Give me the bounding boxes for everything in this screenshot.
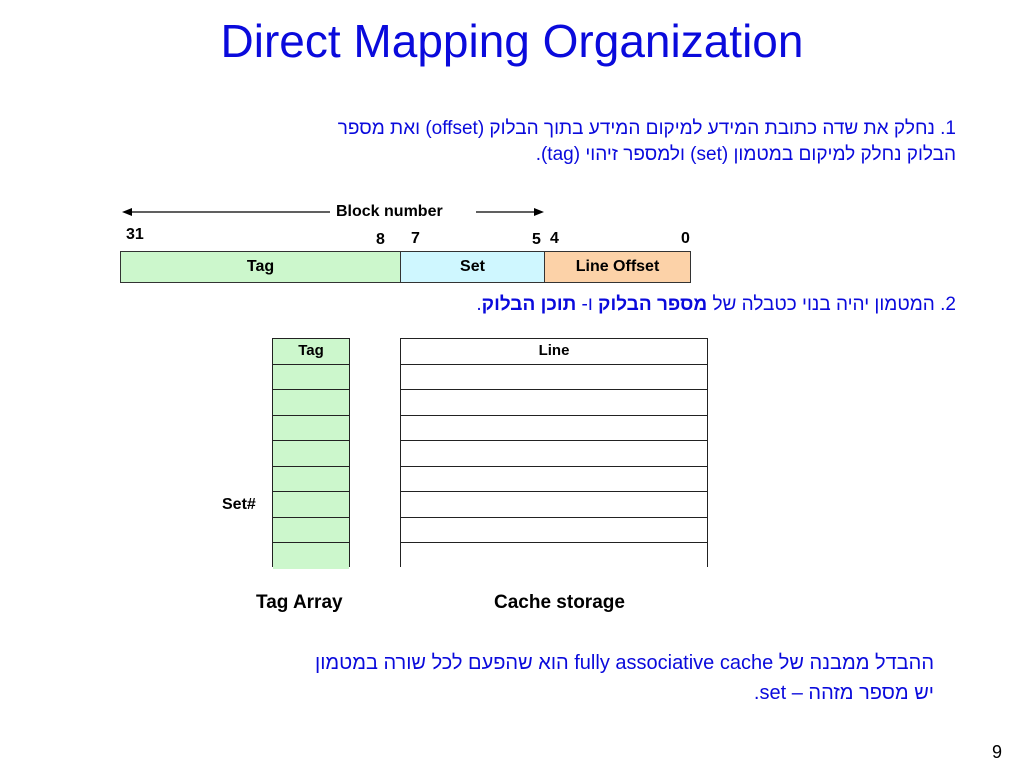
cache-line-row <box>401 415 707 441</box>
cache-line-row <box>401 466 707 492</box>
address-offset-field: Line Offset <box>544 251 691 283</box>
cache-line-row <box>401 517 707 543</box>
tag-array-row <box>273 466 349 492</box>
paragraph-1-line-2: הבלוק נחלק למיקום במטמון (set) ולמספר זי… <box>535 144 956 165</box>
cache-line-row <box>401 543 707 569</box>
bit-4-label: 4 <box>550 230 559 247</box>
paragraph-2: 2. המטמון יהיה בנוי כטבלה של מספר הבלוק … <box>136 292 956 318</box>
paragraph-3: ההבדל ממבנה של fully associative cache ה… <box>74 648 934 708</box>
paragraph-1-line-1: 1. נחלק את שדה כתובת המידע למיקום המידע … <box>337 118 956 139</box>
tag-array-row <box>273 492 349 518</box>
cache-storage-caption: Cache storage <box>494 592 625 613</box>
cache-line-row <box>401 390 707 416</box>
cache-line-row <box>401 364 707 390</box>
tag-array-table: Tag <box>272 338 350 569</box>
bit-31-label: 31 <box>126 226 144 243</box>
page-number: 9 <box>991 742 1002 762</box>
tag-array-caption: Tag Array <box>256 592 343 613</box>
slide-title: Direct Mapping Organization <box>220 15 804 67</box>
bit-5-label: 5 <box>532 231 541 248</box>
address-tag-field: Tag <box>120 251 401 283</box>
bit-7-label: 7 <box>411 230 420 247</box>
tag-array-header: Tag <box>273 339 349 365</box>
tag-array-row <box>273 441 349 467</box>
cache-line-row <box>401 492 707 518</box>
bit-8-label: 8 <box>376 231 385 248</box>
paragraph-2-bold-1: מספר הבלוק <box>598 294 708 315</box>
paragraph-2-suffix: . <box>476 294 482 315</box>
paragraph-3-line-1: ההבדל ממבנה של fully associative cache ה… <box>315 652 934 674</box>
cache-storage-table: Line <box>400 338 708 569</box>
cache-line-row <box>401 441 707 467</box>
bit-0-label: 0 <box>681 230 690 247</box>
paragraph-2-bold-2: תוכן הבלוק <box>481 294 577 315</box>
cache-storage-header: Line <box>401 339 707 365</box>
block-number-label: Block number <box>336 203 443 220</box>
address-set-field: Set <box>400 251 545 283</box>
tag-array-row <box>273 543 349 569</box>
tag-array-row <box>273 364 349 390</box>
tag-array-row <box>273 517 349 543</box>
tag-array-row <box>273 390 349 416</box>
block-number-arrow <box>122 208 544 216</box>
paragraph-3-line-2: יש מספר מזהה – set. <box>753 682 934 704</box>
paragraph-1: 1. נחלק את שדה כתובת המידע למיקום המידע … <box>136 116 956 168</box>
paragraph-2-middle: ו- <box>576 294 599 315</box>
tag-array-row <box>273 415 349 441</box>
paragraph-2-prefix: 2. המטמון יהיה בנוי כטבלה של <box>707 294 956 315</box>
set-index-label: Set# <box>222 496 256 513</box>
